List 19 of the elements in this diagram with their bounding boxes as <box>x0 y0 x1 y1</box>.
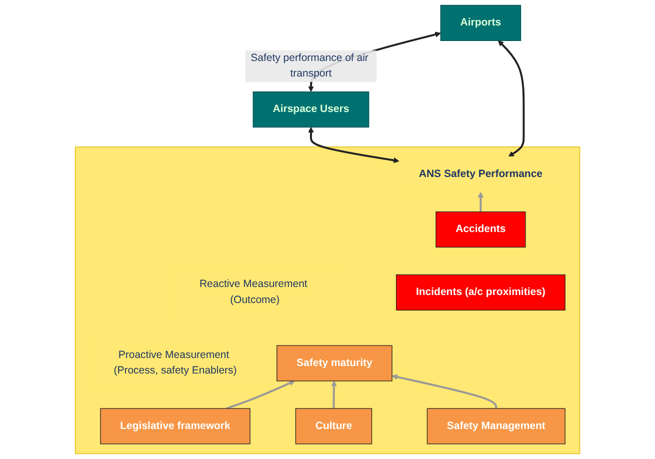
arrow <box>392 374 498 408</box>
node-box: Safety Management <box>426 408 566 444</box>
node-text: ANS Safety Performance <box>418 168 542 180</box>
node-box: Legislative framework <box>100 408 250 444</box>
node-text: Proactive Measurement (Process, safety Enablers) <box>114 349 237 376</box>
arrow <box>331 380 337 408</box>
arrow <box>478 192 484 212</box>
node-text: Reactive Measurement (Outcome) <box>199 278 308 306</box>
cluster <box>74 146 580 454</box>
node-box: Airspace Users <box>252 91 370 128</box>
node-box: Culture <box>295 408 372 444</box>
arrow <box>308 126 400 164</box>
arrow <box>498 40 525 157</box>
node-box: Airports <box>440 4 522 41</box>
node-box: Incidents (a/c proximities) <box>396 274 566 310</box>
arrow <box>226 380 295 410</box>
node-box: Safety maturity <box>276 345 392 382</box>
node-box: Accidents <box>436 211 526 248</box>
edge-label: Safety performance of air transport <box>250 52 368 80</box>
